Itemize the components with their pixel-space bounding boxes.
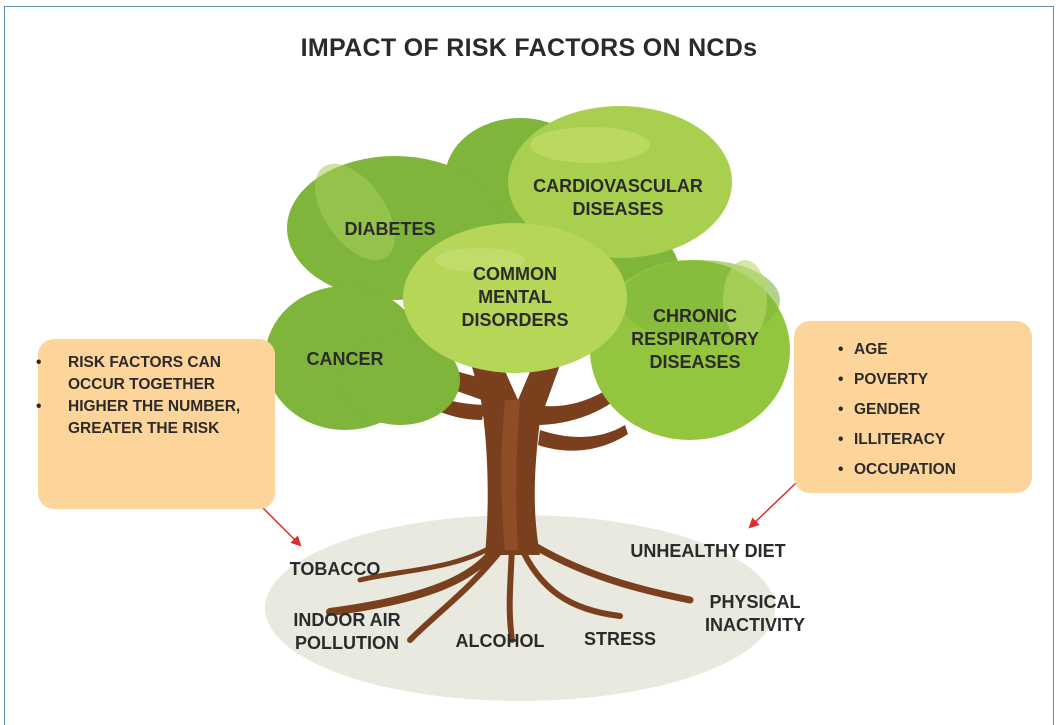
tree-foliage <box>265 106 790 440</box>
page-title: IMPACT OF RISK FACTORS ON NCDs <box>300 34 758 62</box>
list-item: •ILLITERACY <box>838 431 946 448</box>
label-alcohol: ALCOHOL <box>455 631 545 651</box>
label-cardiovascular-line2: DISEASES <box>572 199 664 219</box>
label-physical-line2: INACTIVITY <box>704 615 805 635</box>
label-indoor-line2: POLLUTION <box>295 633 399 653</box>
label-mental-line2: MENTAL <box>478 287 552 307</box>
list-item: •RISK FACTORS CAN OCCUR TOGETHER <box>36 354 222 393</box>
label-physical-inactivity: PHYSICAL INACTIVITY <box>680 591 830 637</box>
list-item-text: HIGHER THE NUMBER, GREATER THE RISK <box>68 398 241 437</box>
left-arrow <box>261 506 302 547</box>
label-mental-disorders: COMMON MENTAL DISORDERS <box>435 263 595 332</box>
list-item-text: ILLITERACY <box>854 431 946 448</box>
right-arrow <box>748 481 798 529</box>
list-item-text: OCCUPATION <box>854 461 956 478</box>
label-unhealthy-diet: UNHEALTHY DIET <box>630 541 786 561</box>
list-item: •HIGHER THE NUMBER, GREATER THE RISK <box>36 398 241 437</box>
list-item-text: AGE <box>854 341 888 358</box>
label-physical-line1: PHYSICAL <box>709 592 801 612</box>
label-mental-line3: DISORDERS <box>461 310 569 330</box>
label-mental-line1: COMMON <box>473 264 557 284</box>
list-item: •AGE <box>838 341 888 358</box>
label-indoor-line1: INDOOR AIR <box>293 610 401 630</box>
label-stress: STRESS <box>583 629 657 649</box>
list-item: •OCCUPATION <box>838 461 956 478</box>
list-item-text: RISK FACTORS CAN OCCUR TOGETHER <box>68 354 222 393</box>
list-item-text: GENDER <box>854 401 921 418</box>
tree-roots <box>326 536 694 643</box>
label-diabetes: DIABETES <box>344 219 436 239</box>
list-item: •GENDER <box>838 401 921 418</box>
label-respiratory-line1: CHRONIC <box>653 306 737 326</box>
label-respiratory: CHRONIC RESPIRATORY DISEASES <box>600 305 790 374</box>
list-item: •POVERTY <box>838 371 929 388</box>
ground-ellipse <box>265 515 775 701</box>
label-cancer: CANCER <box>306 349 384 369</box>
label-respiratory-line2: RESPIRATORY <box>631 329 759 349</box>
diagram-frame <box>4 6 1054 725</box>
risk-notes-box: •RISK FACTORS CAN OCCUR TOGETHER •HIGHER… <box>36 339 275 509</box>
label-indoor-air-pollution: INDOOR AIR POLLUTION <box>272 609 422 655</box>
label-tobacco: TOBACCO <box>289 559 381 579</box>
social-factors-box: •AGE •POVERTY •GENDER •ILLITERACY •OCCUP… <box>794 321 1032 493</box>
label-respiratory-line3: DISEASES <box>649 352 741 372</box>
list-item-text: POVERTY <box>854 371 929 388</box>
label-cardiovascular-line1: CARDIOVASCULAR <box>533 176 703 196</box>
label-cardiovascular: CARDIOVASCULAR DISEASES <box>498 175 738 221</box>
